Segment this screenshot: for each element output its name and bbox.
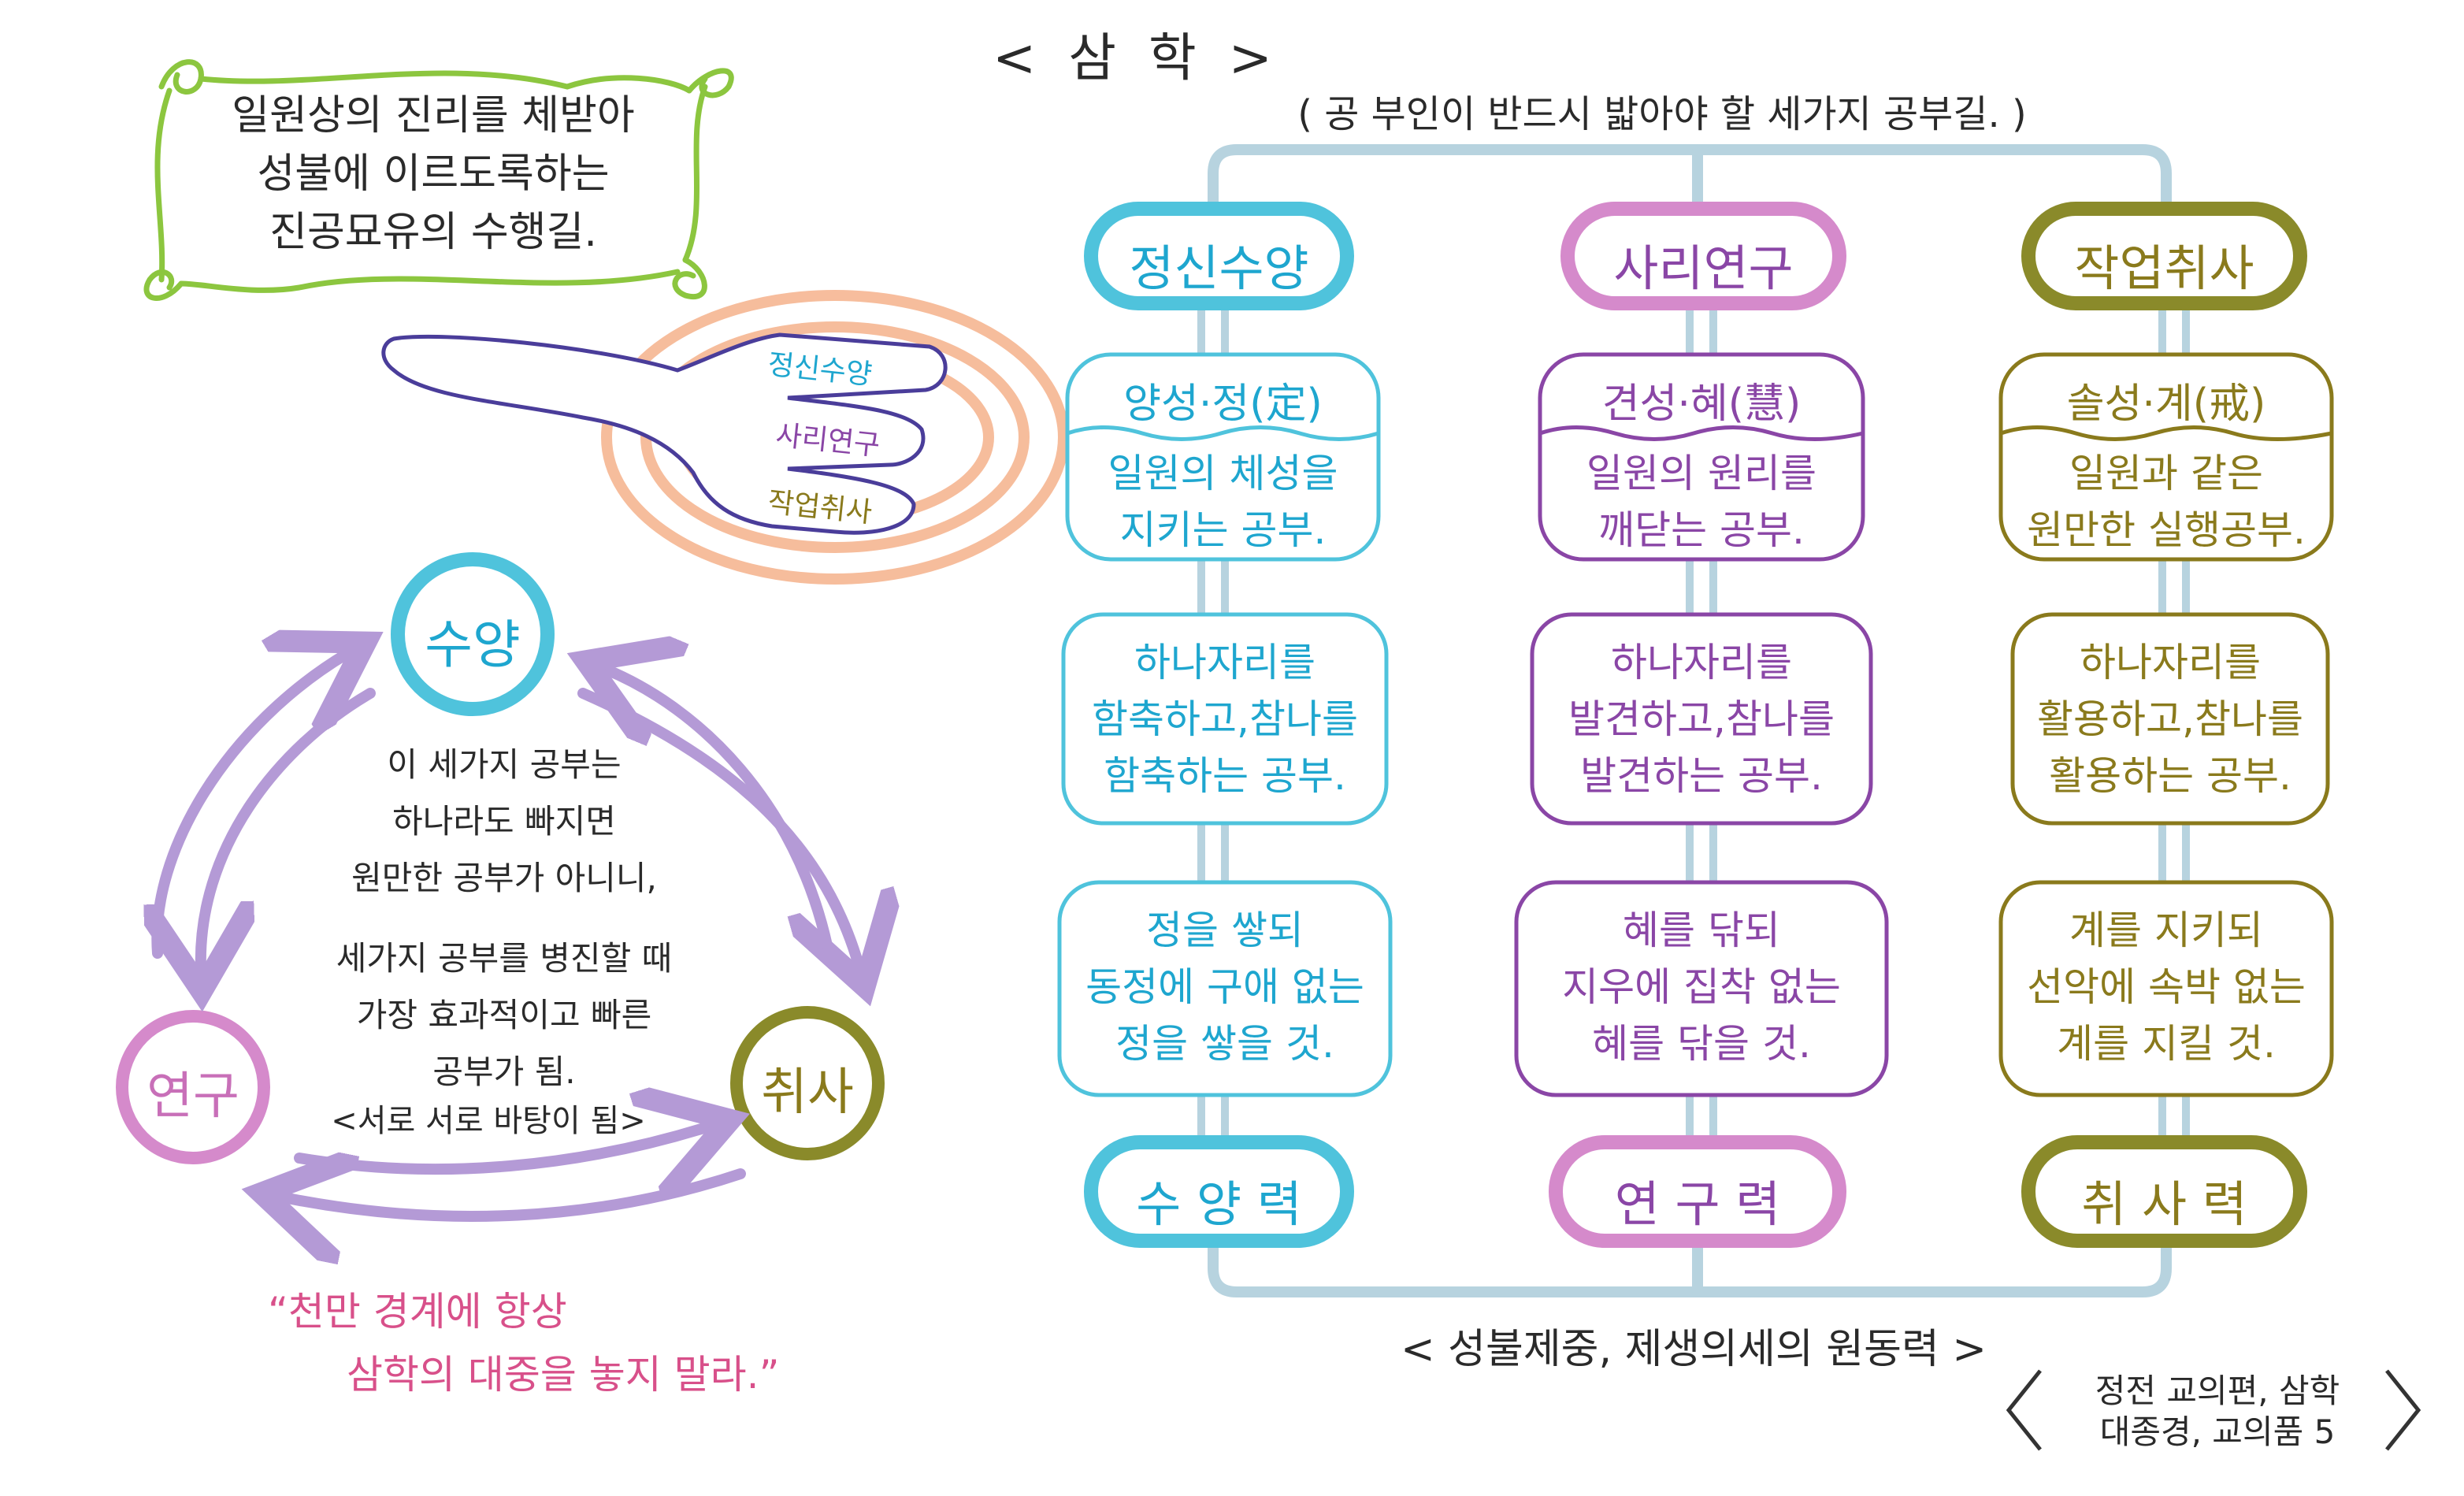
- column-connectors: [1197, 299, 2190, 1146]
- page-subtitle: ( 공 부인이 반드시 밟아야 할 세가지 공부길. ): [1297, 92, 2027, 136]
- column-1-band: 양성·정(定): [1123, 380, 1323, 428]
- text-line: 함축하는 공부.: [1104, 753, 1346, 799]
- cycle-node-top-circle: [391, 552, 555, 716]
- text-line: 일원의 체성을: [1108, 451, 1338, 496]
- cycle-text-line: 공부가 됨.: [432, 1052, 576, 1091]
- text-line: 하나자리를: [1134, 640, 1315, 685]
- quote-line: 삼학의 대중을 놓지 말라.”: [347, 1352, 780, 1398]
- text-line: 혜를 닦되: [1623, 908, 1780, 953]
- text-line: 하나자리를: [2080, 640, 2261, 685]
- cycle-mutual: <서로 서로 바탕이 됨>: [331, 1103, 646, 1139]
- cycle-node-top: 수양: [425, 614, 521, 675]
- text-line: 선악에 속박 없는: [2027, 964, 2306, 1010]
- top-connector: [1208, 144, 2172, 210]
- intro-line: 진공묘유의 수행길.: [269, 209, 597, 256]
- cycle-text-line: 세가지 공부를 병진할 때: [336, 939, 673, 978]
- text-line: 지우에 집착 없는: [1562, 964, 1841, 1010]
- spoon-shape: [381, 332, 948, 535]
- quote: “천만 경계에 항상 삼학의 대중을 놓지 말라.”: [268, 1280, 779, 1406]
- column-1-shapes: [1057, 202, 1393, 1248]
- column-1-footer: 수 양 력: [1136, 1175, 1302, 1233]
- page-title: < 삼 학 >: [993, 28, 1280, 88]
- text-line: 일원과 같은: [2069, 451, 2263, 496]
- column-2-band: 견성·혜(慧): [1601, 380, 1802, 428]
- cycle-text-line: 이 세가지 공부는: [387, 745, 622, 784]
- text-line: 발견하는 공부.: [1580, 753, 1823, 799]
- column-1-header: 정신수양: [1129, 239, 1309, 297]
- intro-note: 일원상의 진리를 체받아 성불에 이르도록하는 진공묘유의 수행길.: [197, 87, 670, 262]
- text-line: 발견하고,참나를: [1568, 696, 1835, 742]
- text-line: 하나자리를: [1611, 640, 1792, 685]
- column-2-header: 사리연구: [1613, 239, 1794, 297]
- cycle-text-line: 원만한 공부가 아니니,: [351, 859, 657, 897]
- bottom-connector: [1208, 1239, 2172, 1297]
- source-brackets: [2006, 1369, 2421, 1451]
- text-line: 깨닫는 공부.: [1598, 507, 1805, 553]
- source-line: 대종경, 교의품 5: [2099, 1412, 2336, 1451]
- intro-line: 성불에 이르도록하는: [257, 150, 610, 198]
- text-line: 활용하고,참나를: [2037, 696, 2303, 742]
- bottom-caption: < 성불제중, 제생의세의 원동력 >: [1401, 1326, 1987, 1373]
- column-2-footer: 연 구 력: [1614, 1175, 1781, 1233]
- intro-frame: [143, 59, 734, 301]
- cycle-text: 이 세가지 공부는 하나라도 빠지면 원만한 공부가 아니니, 세가지 공부를 …: [268, 737, 740, 1101]
- column-2-shapes: [1514, 202, 1889, 1248]
- text-line: 일원의 원리를: [1586, 451, 1816, 496]
- source-citation: 정전 교의편, 삼학 대종경, 교의품 5: [2056, 1371, 2379, 1453]
- column-2-box-2: 하나자리를 발견하고,참나를 발견하는 공부.: [1532, 634, 1871, 804]
- text-line: 함축하고,참나를: [1092, 696, 1358, 742]
- column-1-box-3: 정을 쌓되 동정에 구애 없는 정을 쌓을 것.: [1059, 902, 1390, 1072]
- cycle-arrows: [157, 654, 859, 1216]
- quote-line: “천만 경계에 항상: [268, 1289, 567, 1335]
- text-line: 정을 쌓을 것.: [1115, 1021, 1334, 1067]
- column-3-band: 솔성·계(戒): [2066, 380, 2266, 428]
- intro-line: 일원상의 진리를 체받아: [232, 92, 635, 139]
- cycle-node-left: 연구: [147, 1067, 239, 1126]
- text-line: 계를 지키되: [2069, 908, 2263, 953]
- text-line: 계를 지킬 것.: [2057, 1021, 2276, 1067]
- column-3-band-text: 일원과 같은 원만한 실행공부.: [2001, 445, 2332, 559]
- text-line: 동정에 구애 없는: [1085, 964, 1364, 1010]
- column-2-band-text: 일원의 원리를 깨닫는 공부.: [1540, 445, 1863, 559]
- text-line: 원만한 실행공부.: [2027, 507, 2306, 553]
- column-3-footer: 취 사 력: [2081, 1175, 2247, 1233]
- column-1-band-text: 일원의 체성을 지키는 공부.: [1067, 445, 1379, 559]
- column-3-shapes: [1998, 202, 2334, 1248]
- text-line: 지키는 공부.: [1119, 507, 1327, 553]
- text-line: 활용하는 공부.: [2049, 753, 2291, 799]
- cycle-text-line: 하나라도 빠지면: [392, 802, 616, 841]
- column-2-box-3: 혜를 닦되 지우에 집착 없는 혜를 닦을 것.: [1516, 902, 1887, 1072]
- cycle-node-left-circle: [116, 1010, 270, 1164]
- column-1-box-2: 하나자리를 함축하고,참나를 함축하는 공부.: [1063, 634, 1386, 804]
- cycle-text-line: 가장 효과적이고 빠른: [356, 996, 652, 1034]
- text-line: 혜를 닦을 것.: [1592, 1021, 1811, 1067]
- source-line: 정전 교의편, 삼학: [2095, 1372, 2340, 1410]
- text-line: 정을 쌓되: [1146, 908, 1304, 953]
- column-3-header: 작업취사: [2074, 239, 2254, 297]
- column-3-box-2: 하나자리를 활용하고,참나를 활용하는 공부.: [2013, 634, 2328, 804]
- column-3-box-3: 계를 지키되 선악에 속박 없는 계를 지킬 것.: [2001, 902, 2332, 1072]
- cycle-node-right: 취사: [761, 1064, 854, 1122]
